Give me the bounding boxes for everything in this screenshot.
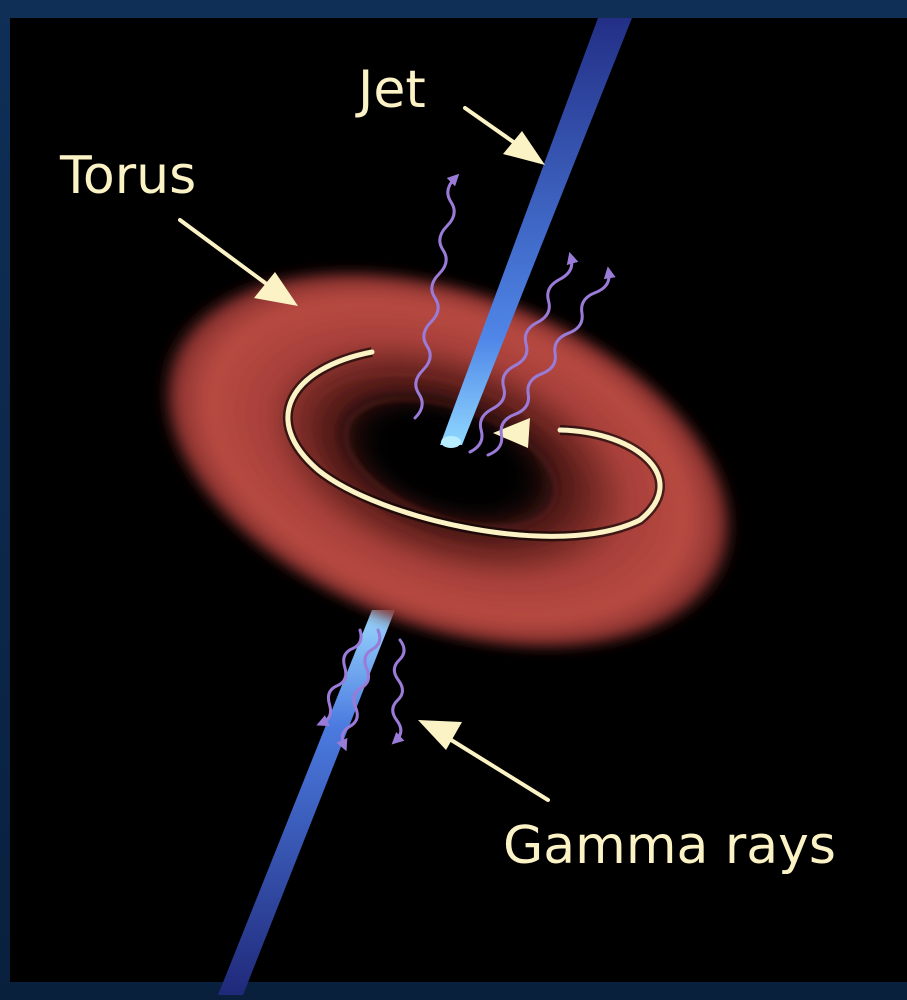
gamma-rays-label: Gamma rays bbox=[503, 820, 836, 872]
jet-label: Jet bbox=[358, 64, 426, 116]
torus-label: Torus bbox=[60, 150, 196, 202]
